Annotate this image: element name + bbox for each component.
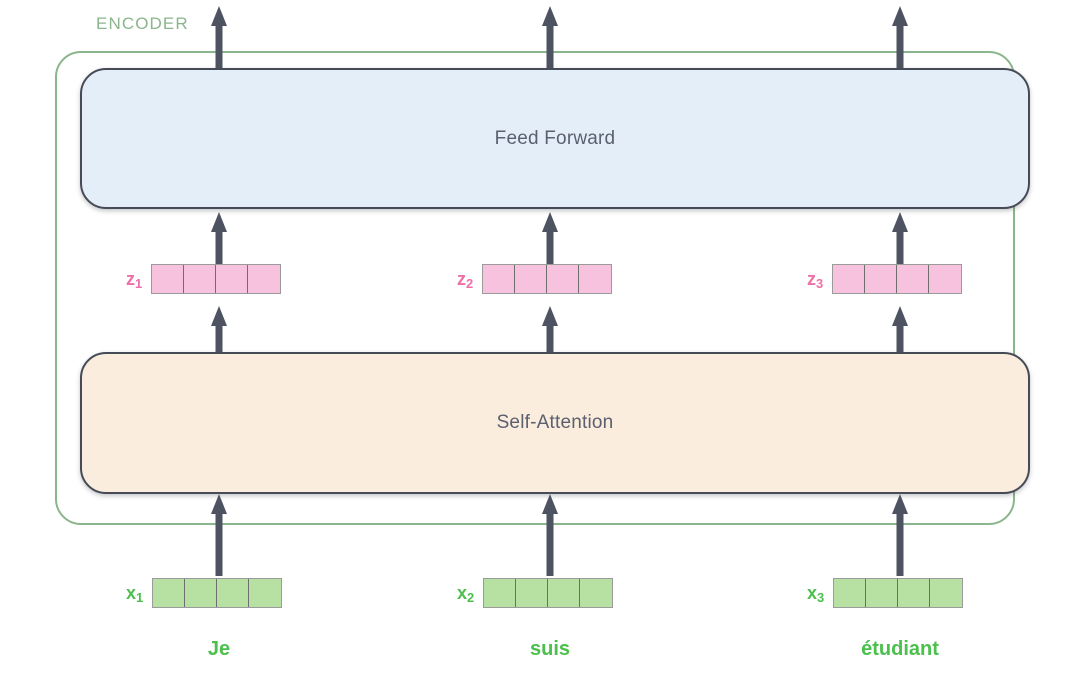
vector-cell	[834, 579, 867, 607]
vector-cell	[898, 579, 931, 607]
input-word-1: Je	[207, 638, 231, 660]
vector-cell	[153, 579, 186, 607]
vector-cell	[547, 265, 580, 293]
vector-cell	[185, 579, 218, 607]
vector-cell	[184, 265, 217, 293]
output-arrow-col-1	[208, 6, 230, 70]
self-attention-label: Self-Attention	[496, 412, 614, 433]
z-vector-label-text-1: z	[126, 269, 135, 289]
vector-cell	[516, 579, 549, 607]
z-vector-subscript-1: 1	[135, 276, 143, 291]
x-vector-label-1: x1	[126, 583, 144, 605]
vector-cell	[548, 579, 581, 607]
z-vector-label-text-3: z	[807, 269, 816, 289]
input-word-2: suis	[529, 638, 571, 660]
vector-cell	[483, 265, 516, 293]
encoder-label: ENCODER	[96, 14, 189, 33]
z-vector-label-3: z3	[807, 269, 824, 291]
x-vector-label-3: x3	[807, 583, 825, 605]
sa-to-z-arrow-col-3	[889, 306, 911, 354]
x-vector-cells-2	[483, 578, 614, 608]
sa-to-z-arrow-col-1	[208, 306, 230, 354]
z-to-ff-arrow-col-3	[889, 212, 911, 264]
x-to-sa-arrow-col-2	[539, 494, 561, 576]
z-vector-label-2: z2	[457, 269, 474, 291]
z-vector-label-1: z1	[126, 269, 143, 291]
output-arrow-col-3	[889, 6, 911, 70]
sa-to-z-arrow-col-2	[539, 306, 561, 354]
vector-cell	[833, 265, 866, 293]
vector-cell	[217, 579, 250, 607]
vector-cell	[484, 579, 517, 607]
z-to-ff-arrow-col-1	[208, 212, 230, 264]
x-vector-label-text-2: x	[457, 583, 468, 603]
z-vector-col-3: z3	[807, 264, 963, 294]
z-vector-col-2: z2	[457, 264, 613, 294]
z-to-ff-arrow-col-2	[539, 212, 561, 264]
z-vector-subscript-3: 3	[816, 276, 824, 291]
x-vector-cells-1	[152, 578, 283, 608]
vector-cell	[216, 265, 249, 293]
x-vector-label-2: x2	[457, 583, 475, 605]
vector-cell	[248, 265, 281, 293]
vector-cell	[579, 265, 612, 293]
feed-forward-block: Feed Forward	[80, 68, 1030, 209]
x-to-sa-arrow-col-1	[208, 494, 230, 576]
x-vector-col-1: x1	[126, 578, 283, 608]
x-to-sa-arrow-col-3	[889, 494, 911, 576]
z-vector-col-1: z1	[126, 264, 282, 294]
vector-cell	[865, 265, 898, 293]
vector-cell	[866, 579, 899, 607]
vector-cell	[897, 265, 930, 293]
input-word-3: étudiant	[861, 638, 939, 660]
vector-cell	[152, 265, 185, 293]
x-vector-label-text-1: x	[126, 583, 137, 603]
x-vector-cells-3	[833, 578, 964, 608]
x-vector-label-text-3: x	[807, 583, 818, 603]
z-vector-cells-2	[482, 264, 613, 294]
output-arrow-col-2	[539, 6, 561, 70]
z-vector-label-text-2: z	[457, 269, 466, 289]
z-vector-subscript-2: 2	[466, 276, 474, 291]
x-vector-col-2: x2	[457, 578, 614, 608]
self-attention-block: Self-Attention	[80, 352, 1030, 494]
vector-cell	[930, 579, 963, 607]
x-vector-subscript-1: 1	[136, 590, 144, 605]
x-vector-col-3: x3	[807, 578, 964, 608]
encoder-boundary	[55, 51, 1015, 525]
vector-cell	[249, 579, 282, 607]
x-vector-subscript-2: 2	[467, 590, 475, 605]
feed-forward-label: Feed Forward	[494, 127, 616, 149]
vector-cell	[929, 265, 962, 293]
z-vector-cells-3	[832, 264, 963, 294]
z-vector-cells-1	[151, 264, 282, 294]
x-vector-subscript-3: 3	[817, 590, 825, 605]
vector-cell	[515, 265, 548, 293]
vector-cell	[580, 579, 613, 607]
